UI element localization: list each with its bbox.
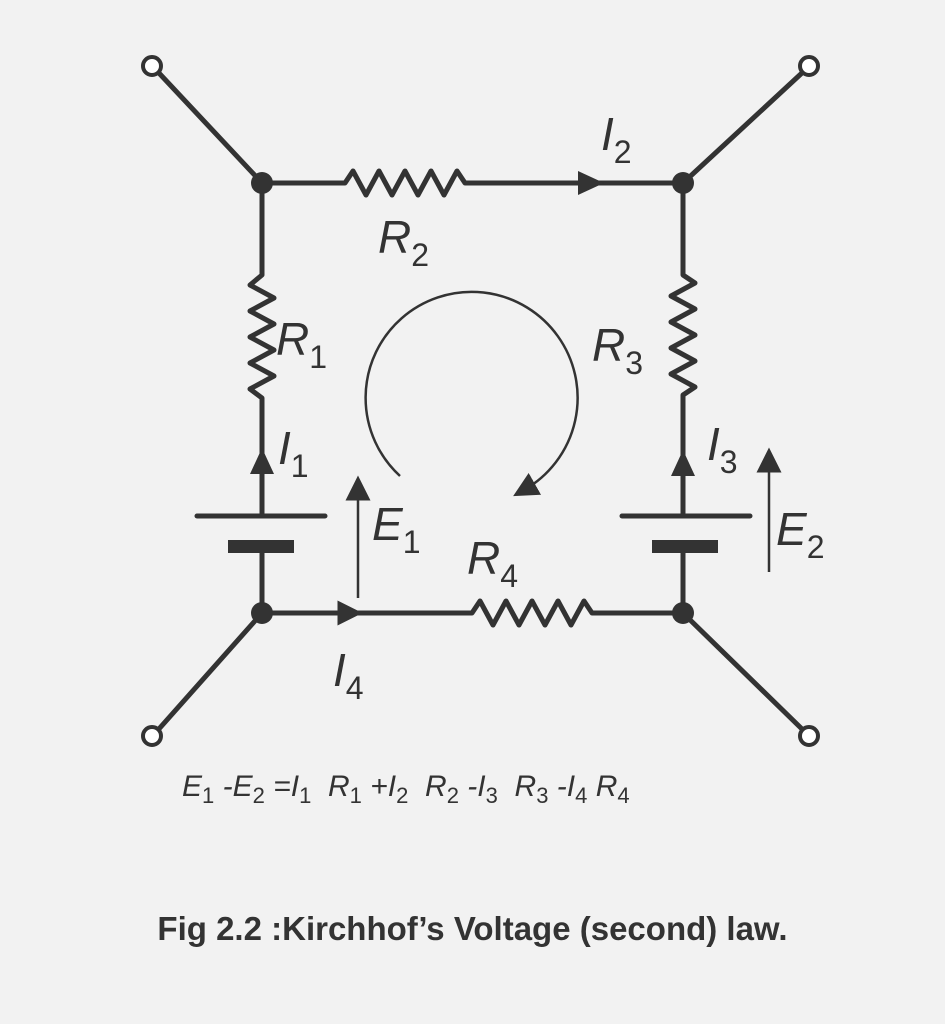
terminal-bottom-left: [141, 725, 163, 747]
kvl-equation: E1 -E2 =I1 R1 +I2 R2 -I3 R3 -I4 R4: [182, 770, 630, 808]
label-r1: R1: [276, 313, 327, 375]
label-i3: I3: [707, 418, 738, 480]
terminal-top-left: [141, 55, 163, 77]
i3-arrowhead: [671, 450, 695, 476]
left-wire: [247, 180, 277, 519]
lead-top-left: [155, 69, 265, 186]
figure-caption: Fig 2.2 :Kirchhof’s Voltage (second) law…: [157, 910, 788, 947]
label-r4: R4: [467, 532, 518, 594]
right-wire: [668, 180, 698, 519]
top-wire: [259, 168, 686, 198]
label-r2: R2: [378, 211, 429, 273]
node-bottom-right: [672, 602, 694, 624]
terminal-bottom-right: [798, 725, 820, 747]
i2-arrowhead: [578, 171, 604, 195]
label-i1: I1: [278, 422, 309, 484]
terminal-top-right: [798, 55, 820, 77]
i1-arrowhead: [250, 448, 274, 474]
bottom-wire: [259, 598, 686, 628]
lead-bottom-left: [155, 610, 265, 733]
node-bottom-left: [251, 602, 273, 624]
node-top-right: [672, 172, 694, 194]
label-e2: E2: [776, 503, 824, 565]
lead-bottom-right: [680, 610, 806, 733]
node-top-left: [251, 172, 273, 194]
label-i2: I2: [601, 108, 632, 170]
label-e1: E1: [372, 498, 420, 560]
label-i4: I4: [333, 644, 364, 706]
loop-arrow: [364, 290, 579, 497]
e1-short-plate: [228, 540, 294, 553]
label-r3: R3: [592, 319, 643, 381]
e2-short-plate: [652, 540, 718, 553]
lead-top-right: [680, 69, 806, 186]
